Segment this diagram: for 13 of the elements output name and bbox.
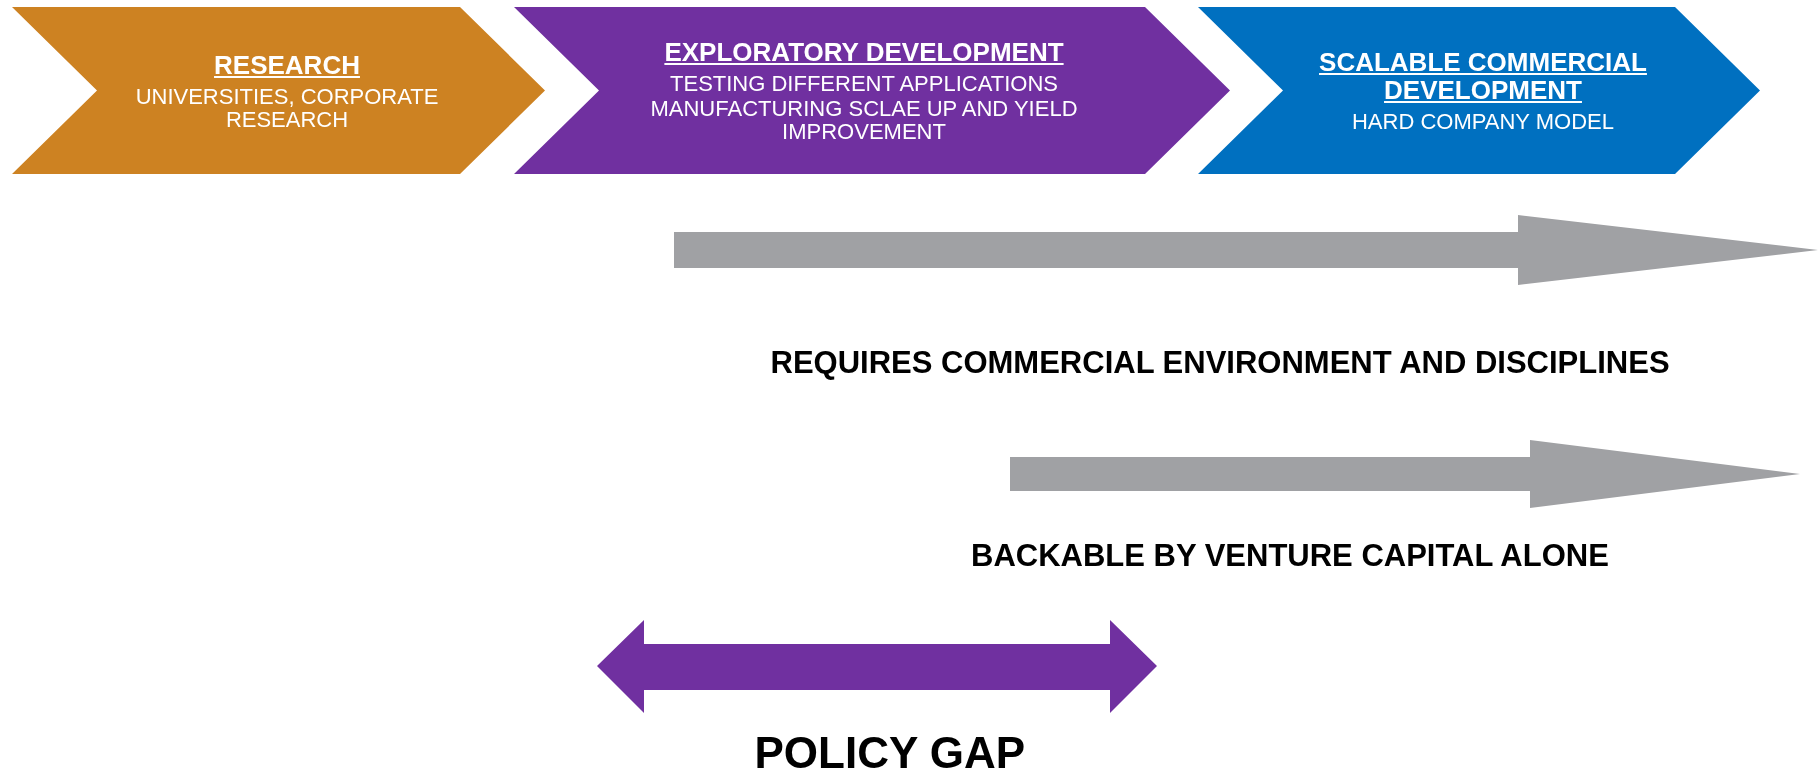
chevron-shape <box>514 7 1230 174</box>
chevron-shape <box>1198 7 1760 174</box>
caption-text: POLICY GAP <box>754 728 1026 773</box>
stage-heading: SCALABLE COMMERCIAL DEVELOPMENT <box>1318 48 1648 104</box>
stage-heading: RESEARCH <box>214 50 360 79</box>
caption-text: BACKABLE BY VENTURE CAPITAL ALONE <box>971 538 1609 574</box>
stage-heading: EXPLORATORY DEVELOPMENT <box>664 38 1064 66</box>
chevron-shape <box>12 7 545 174</box>
caption-text: REQUIRES COMMERCIAL ENVIRONMENT AND DISCIPLINES <box>770 345 1670 381</box>
stage-description: MANUFACTURING SCLAE UP AND YIELD IMPROVEMENT <box>649 97 1079 143</box>
stage-description: TESTING DIFFERENT APPLICATIONS <box>670 72 1058 95</box>
stage-description: HARD COMPANY MODEL <box>1352 110 1614 133</box>
stage-description: UNIVERSITIES, CORPORATE RESEARCH <box>134 84 440 131</box>
